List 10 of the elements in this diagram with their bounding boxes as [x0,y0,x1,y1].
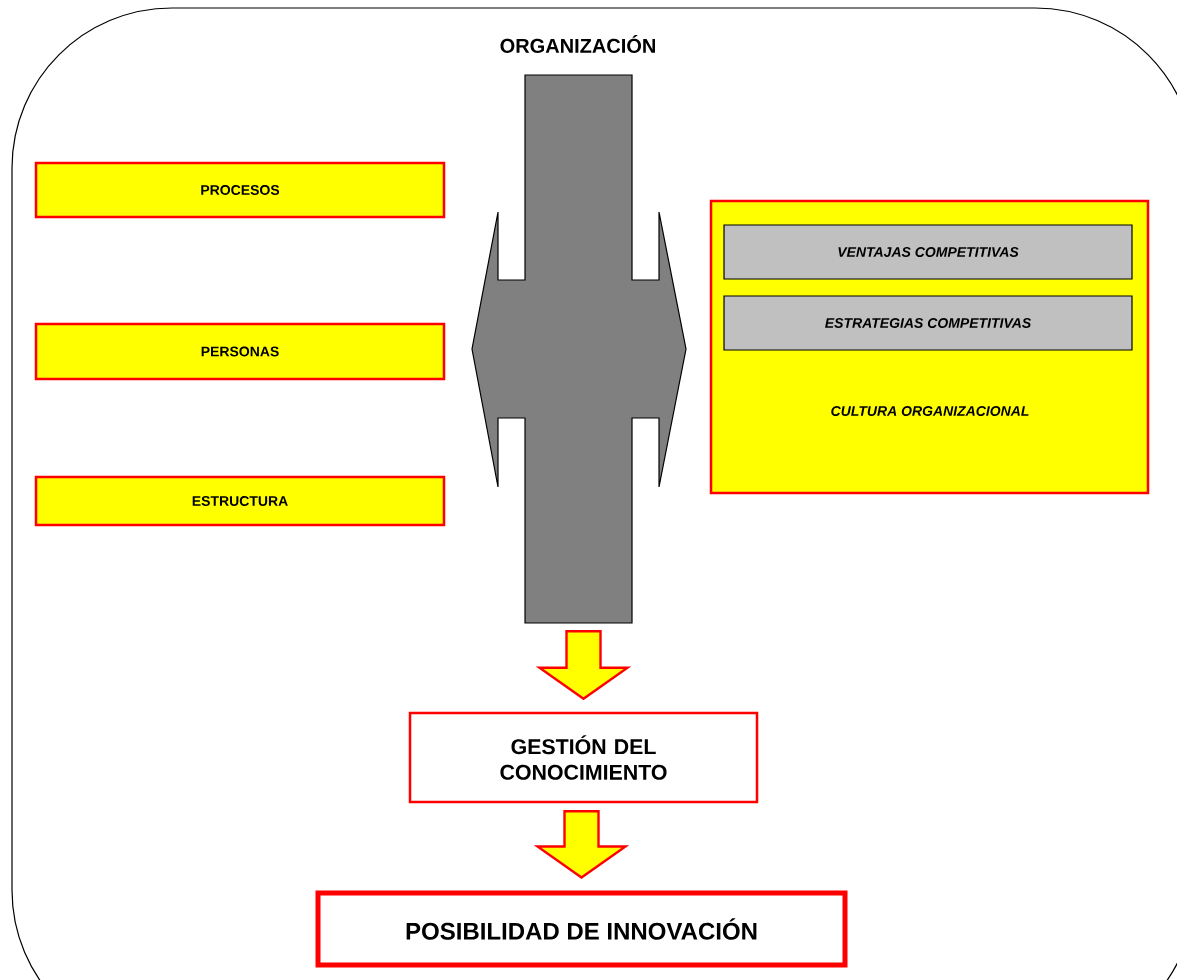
block-arrow [533,810,630,879]
result-box: POSIBILIDAD DE INNOVACIÓN [315,890,848,968]
result-box: GESTIÓN DEL CONOCIMIENTO [408,711,759,804]
process-box: PERSONAS [34,322,446,381]
strategy-box: ESTRATEGIAS COMPETITIVAS [723,295,1133,351]
block-arrow [535,630,632,701]
process-box: PROCESOS [34,161,446,219]
process-box: ESTRUCTURA [34,475,446,527]
strategy-box: VENTAJAS COMPETITIVAS [723,224,1133,280]
cross-arrow [471,74,687,624]
